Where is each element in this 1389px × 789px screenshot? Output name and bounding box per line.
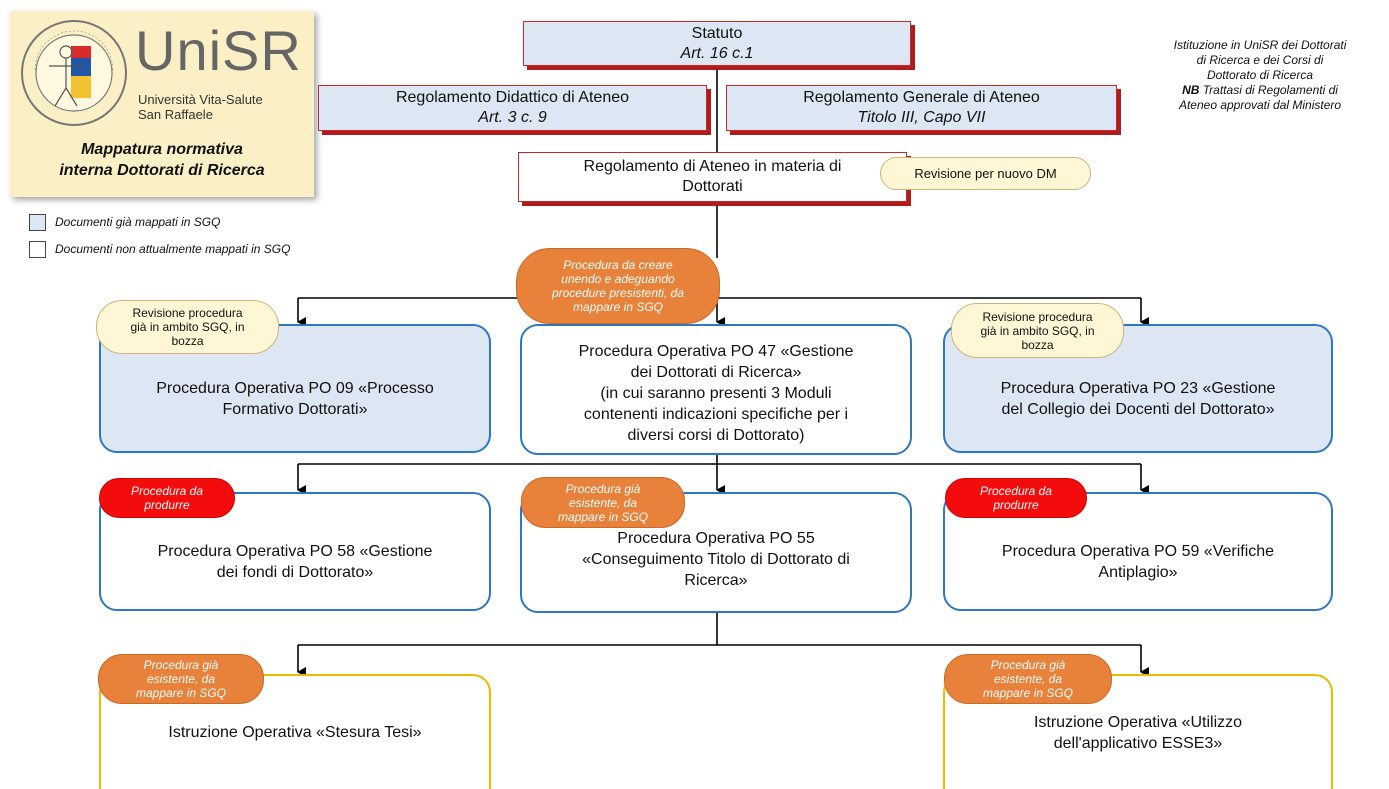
po55-line2: «Conseguimento Titolo di Dottorato di xyxy=(582,551,850,568)
po09-line2: Formativo Dottorati» xyxy=(222,400,368,418)
page-title-line2: interna Dottorati di Ricerca xyxy=(59,162,265,179)
po23-line2: del Collegio dei Docenti del Dottorato» xyxy=(1001,400,1275,418)
po47-line1: Procedura Operativa PO 47 «Gestione xyxy=(578,343,854,360)
university-name-line2: San Raffaele xyxy=(138,107,213,122)
revision-dm-badge: Revisione per nuovo DM xyxy=(880,157,1091,190)
po55-badge-line1: Procedura già xyxy=(565,481,641,496)
university-seal-icon xyxy=(21,20,127,126)
center-badge-line4: mappare in SGQ xyxy=(572,300,664,314)
regolamento-didattico-title: Regolamento Didattico di Ateneo xyxy=(395,89,630,106)
po09-badge-line2: già in ambito SGQ, in xyxy=(130,320,245,334)
po55-badge-line3: mappare in SGQ xyxy=(557,509,649,524)
legend-label-not-mapped: Documenti non attualmente mappati in SGQ xyxy=(55,242,291,256)
po58-status-badge: Procedura da produrre xyxy=(99,478,235,518)
regolamento-dottorati-line2: Dottorati xyxy=(682,178,743,195)
po09-status-badge: Revisione procedura già in ambito SGQ, i… xyxy=(96,300,279,354)
po55-status-badge: Procedura già esistente, da mappare in S… xyxy=(521,477,685,528)
statuto-box: Statuto Art. 16 c.1 xyxy=(523,21,911,66)
po59-badge-line2: produrre xyxy=(993,498,1039,512)
stesura-badge-line1: Procedura già xyxy=(143,658,219,672)
po59-status-badge: Procedura da produrre xyxy=(945,478,1087,518)
po59-line1: Procedura Operativa PO 59 «Verifiche xyxy=(1001,542,1275,560)
regolamento-dottorati-box: Regolamento di Ateneo in materia di Dott… xyxy=(518,152,907,202)
esse3-line1: Istruzione Operativa «Utilizzo xyxy=(1033,713,1243,731)
po23-badge-line3: bozza xyxy=(1021,337,1054,352)
legend-swatch-mapped xyxy=(29,214,46,231)
po55-line1: Procedura Operativa PO 55 xyxy=(617,530,815,547)
statuto-ref: Art. 16 c.1 xyxy=(680,44,754,62)
page-title-line1: Mappatura normativa xyxy=(81,141,243,158)
esse3-status-badge: Procedura già esistente, da mappare in S… xyxy=(944,654,1112,704)
stesura-badge-line3: mappare in SGQ xyxy=(135,686,227,700)
po47-line5: diversi corsi di Dottorato) xyxy=(627,427,805,444)
note-line1: Istituzione in UniSR dei Dottorati xyxy=(1173,38,1347,52)
po58-line1: Procedura Operativa PO 58 «Gestione xyxy=(157,542,433,560)
po58-badge-line2: produrre xyxy=(144,498,190,512)
regolamento-generale-title: Regolamento Generale di Ateneo xyxy=(803,89,1040,106)
legend-label-mapped: Documenti già mappati in SGQ xyxy=(55,215,221,229)
stesura-badge-line2: esistente, da xyxy=(146,672,216,686)
po23-badge-line1: Revisione procedura xyxy=(982,309,1093,324)
note-line4: NB Trattasi di Regolamenti di xyxy=(1140,83,1380,98)
university-name-line1: Università Vita-Salute xyxy=(138,92,263,107)
note-line2: di Ricerca e dei Corsi di xyxy=(1196,53,1324,67)
po55-line3: Ricerca» xyxy=(684,572,748,589)
po59-line2: Antiplagio» xyxy=(1098,563,1178,581)
note-line5: Ateneo approvati dal Ministero xyxy=(1178,98,1342,112)
po09-line1: Procedura Operativa PO 09 «Processo xyxy=(156,379,434,397)
po23-box: Procedura Operativa PO 23 «Gestione del … xyxy=(943,324,1333,453)
esse3-badge-line1: Procedura già xyxy=(990,658,1066,672)
po59-badge-line1: Procedura da xyxy=(979,484,1053,498)
po58-line2: dei fondi di Dottorato» xyxy=(216,563,374,581)
note-line3: Dottorato di Ricerca xyxy=(1206,68,1314,82)
center-badge-line3: procedure presistenti, da xyxy=(551,286,685,300)
regolamento-generale-ref: Titolo III, Capo VII xyxy=(857,109,986,126)
esse3-line2: dell'applicativo ESSE3» xyxy=(1053,734,1223,752)
po58-badge-line1: Procedura da xyxy=(130,484,204,498)
po47-line4: contenenti indicazioni specifiche per i xyxy=(583,406,849,423)
logo-wordmark: UniSR xyxy=(135,19,302,82)
nb-label: NB xyxy=(1182,83,1200,97)
note-line4-text: Trattasi di Regolamenti di xyxy=(1199,83,1338,97)
regolamento-generale-box: Regolamento Generale di Ateneo Titolo II… xyxy=(726,85,1117,131)
center-procedure-badge: Procedura da creare unendo e adeguando p… xyxy=(516,248,720,324)
revision-dm-label: Revisione per nuovo DM xyxy=(914,165,1057,181)
po23-status-badge: Revisione procedura già in ambito SGQ, i… xyxy=(951,303,1124,358)
esse3-badge-line2: esistente, da xyxy=(993,672,1063,686)
regolamento-didattico-box: Regolamento Didattico di Ateneo Art. 3 c… xyxy=(318,85,707,131)
regolamento-dottorati-line1: Regolamento di Ateneo in materia di xyxy=(583,158,842,175)
po55-badge-line2: esistente, da xyxy=(568,495,638,510)
po47-box: Procedura Operativa PO 47 «Gestione dei … xyxy=(520,324,912,455)
legend-swatch-not-mapped xyxy=(29,241,46,258)
po23-badge-line2: già in ambito SGQ, in xyxy=(980,323,1095,338)
regolamento-didattico-ref: Art. 3 c. 9 xyxy=(478,109,547,126)
po23-line1: Procedura Operativa PO 23 «Gestione xyxy=(1000,379,1276,397)
stesura-tesi-status-badge: Procedura già esistente, da mappare in S… xyxy=(98,654,264,704)
center-badge-line1: Procedura da creare xyxy=(563,258,673,272)
po09-badge-line3: bozza xyxy=(171,334,204,348)
po09-badge-line1: Revisione procedura xyxy=(132,306,243,320)
center-badge-line2: unendo e adeguando xyxy=(561,272,675,286)
esse3-badge-line3: mappare in SGQ xyxy=(982,686,1074,700)
po47-line3: (in cui saranno presenti 3 Moduli xyxy=(600,385,832,402)
title-card: UniSR Università Vita-Salute San Raffael… xyxy=(10,11,314,197)
po47-line2: dei Dottorati di Ricerca» xyxy=(630,364,802,381)
stesura-tesi-line1: Istruzione Operativa «Stesura Tesi» xyxy=(168,724,422,741)
institution-note: Istituzione in UniSR dei Dottorati di Ri… xyxy=(1140,38,1380,113)
statuto-title: Statuto xyxy=(691,24,743,42)
